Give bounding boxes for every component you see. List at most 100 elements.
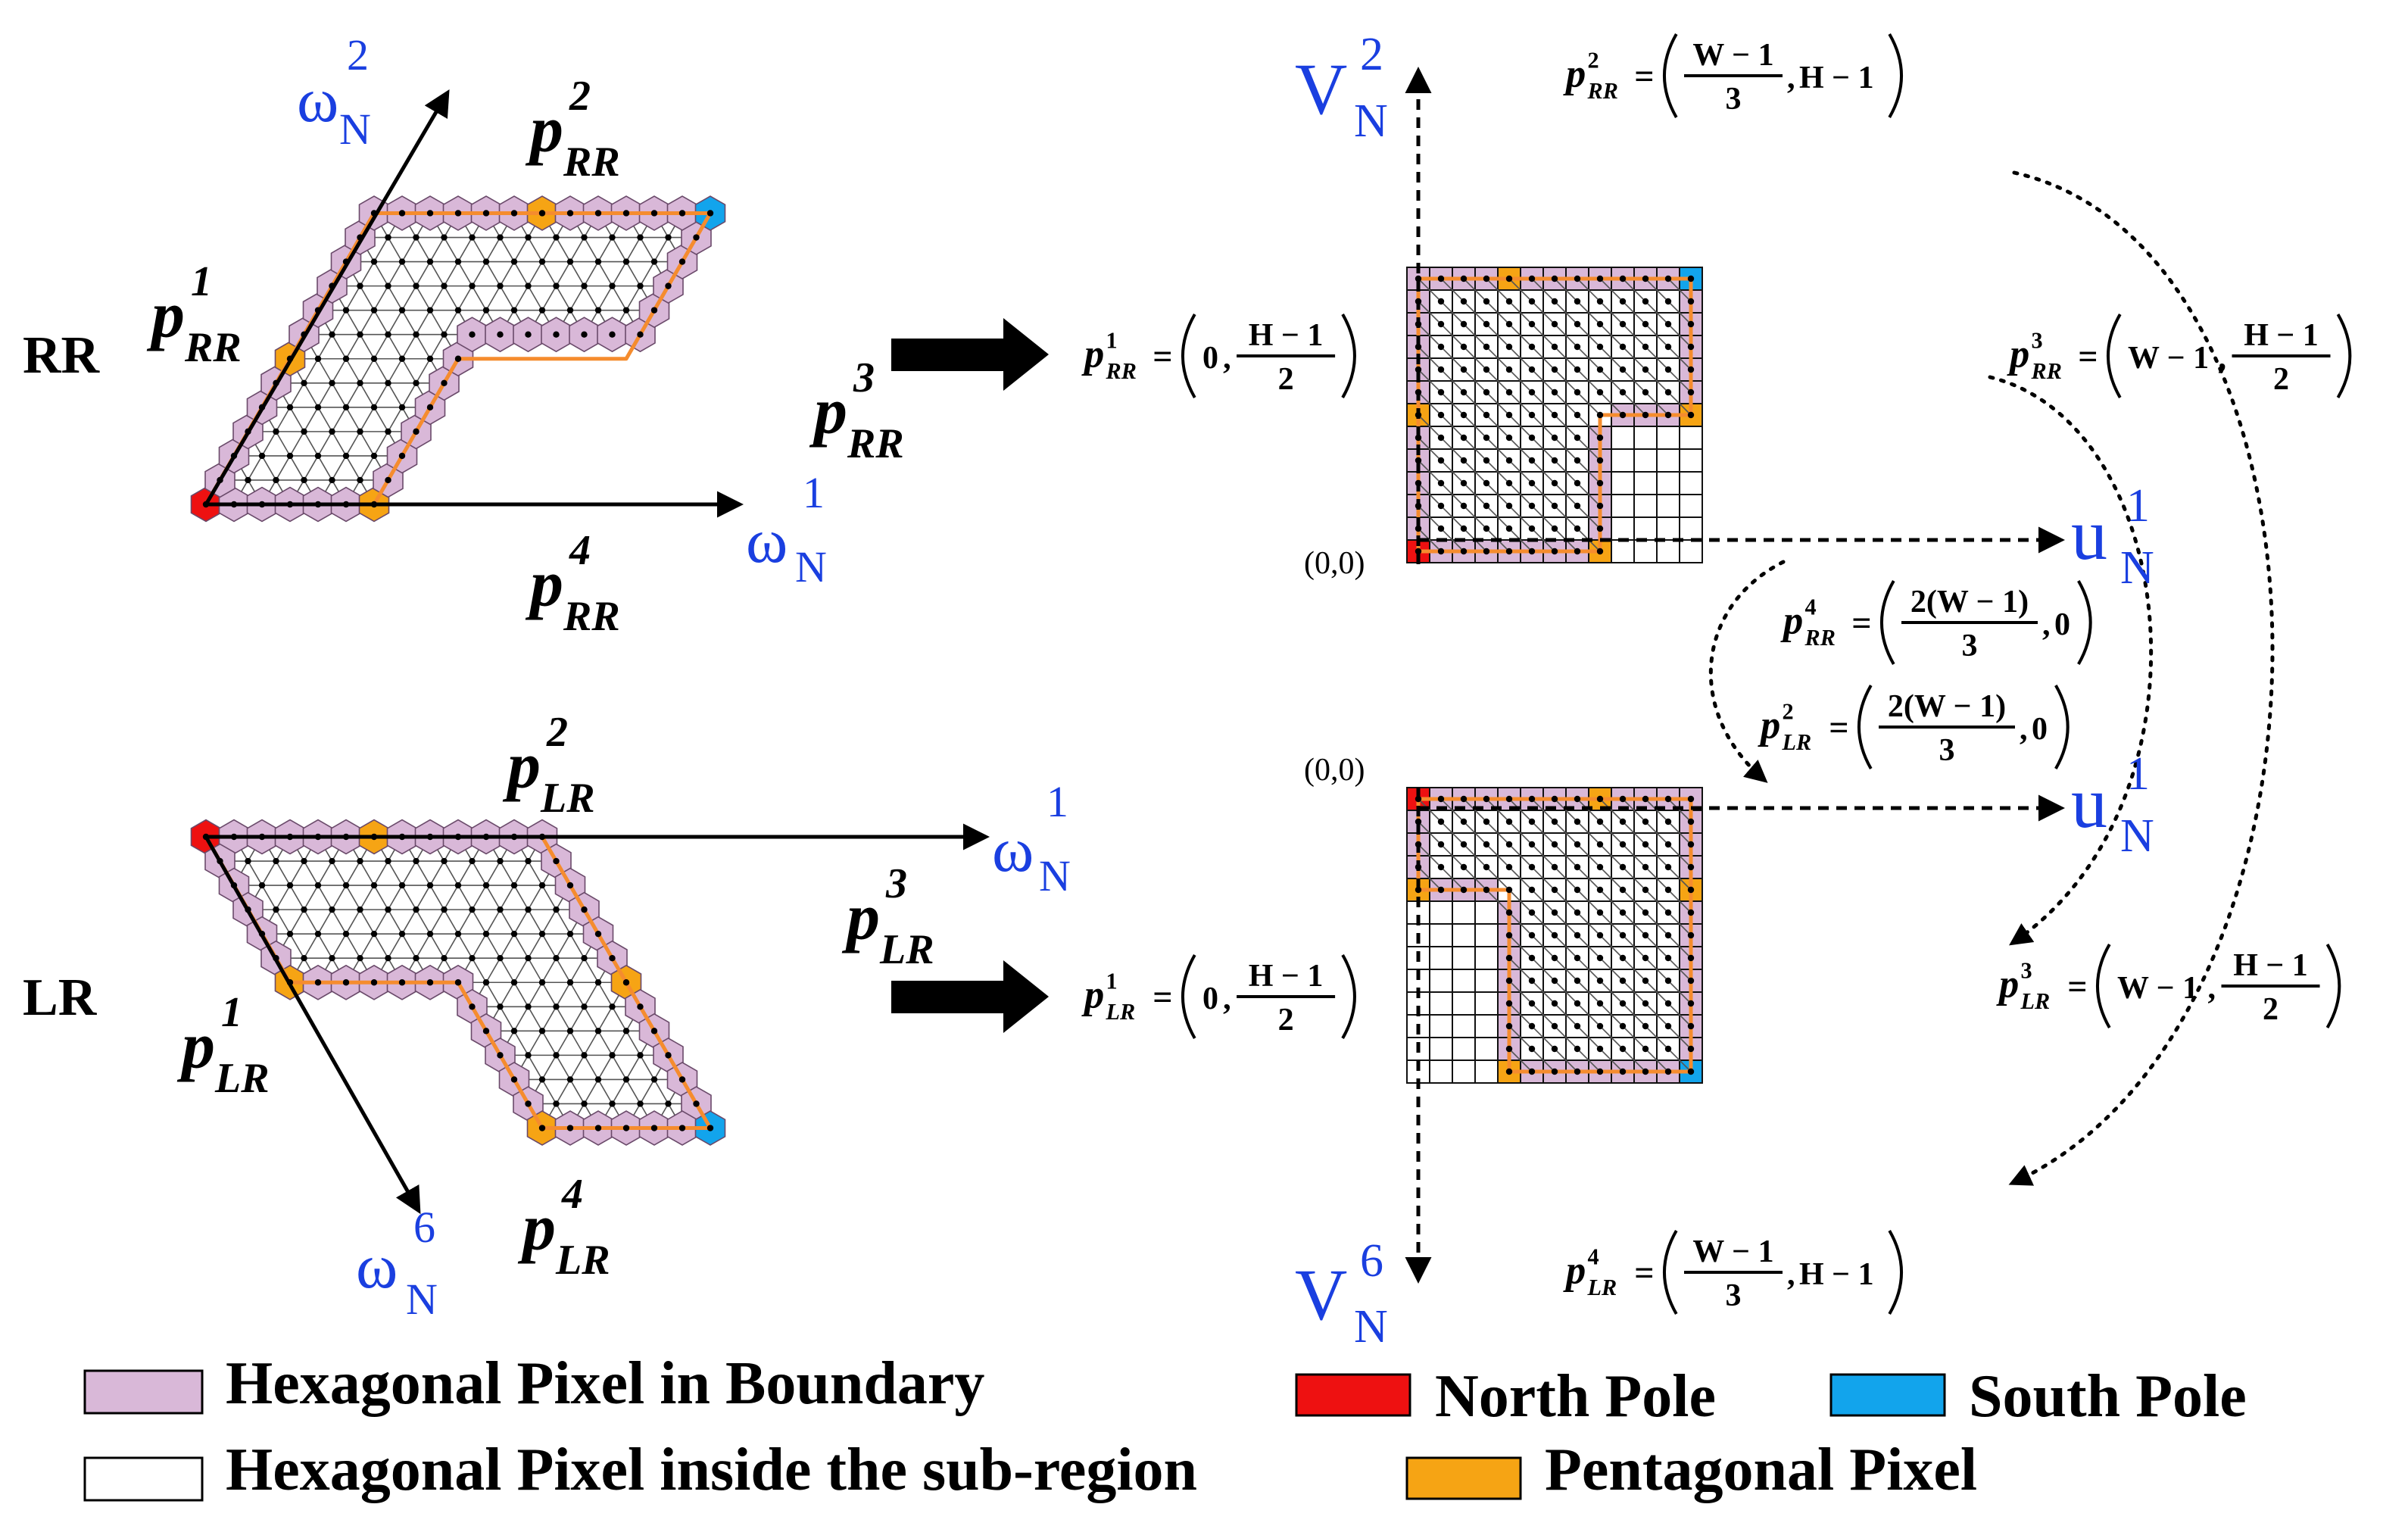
grid-center-dot	[1574, 343, 1581, 351]
grid-diagonal	[1440, 369, 1464, 393]
grid-center-dot	[1415, 275, 1422, 282]
grid-diagonal	[1418, 844, 1442, 868]
grid-diagonal	[1645, 392, 1669, 416]
mesh-edge	[569, 261, 585, 287]
grid-center-dot	[1460, 457, 1468, 464]
formula-p: p	[1081, 332, 1104, 376]
grid-diagonal	[1667, 821, 1692, 845]
grid-diagonal	[1577, 323, 1601, 348]
mesh-edge	[317, 358, 333, 384]
empty-grid-cell	[1656, 448, 1680, 473]
close-paren	[1341, 314, 1356, 398]
formula-sup: 4	[1588, 1244, 1599, 1270]
formula-sub: LR	[1782, 729, 1812, 755]
pixel-center-dot	[329, 428, 335, 435]
grid-diagonal	[1418, 369, 1442, 393]
grid-diagonal	[1508, 414, 1533, 438]
pixel-center-dot	[637, 1100, 644, 1107]
grid-center-dot	[1664, 977, 1672, 985]
mesh-edge	[289, 431, 305, 457]
grid-center-dot	[1687, 954, 1695, 962]
mesh-edge	[373, 261, 389, 287]
empty-grid-cell	[1656, 539, 1680, 563]
grid-diagonal	[1577, 301, 1601, 325]
mesh-edge	[415, 334, 431, 360]
fraction-numerator: W − 1	[1692, 38, 1773, 73]
mesh-edge	[387, 909, 403, 935]
mesh-edge	[373, 431, 389, 457]
formula-value: 0	[2054, 607, 2070, 642]
mesh-edge	[317, 860, 333, 886]
formula-value: 0	[1202, 981, 1218, 1016]
pixel-center-dot	[622, 1028, 630, 1034]
pixel-center-dot	[426, 882, 434, 889]
mesh-edge	[261, 431, 277, 457]
pixel-center-dot	[454, 882, 462, 889]
legend-pentagonal-label: Pentagonal Pixel	[1545, 1437, 1977, 1503]
pixel-center-dot	[301, 476, 307, 484]
pixel-center-dot	[357, 476, 363, 484]
formula-p: p	[1563, 1249, 1586, 1293]
grid-diagonal	[1645, 821, 1669, 845]
grid-center-dot	[1596, 298, 1604, 305]
grid-diagonal	[1508, 798, 1533, 822]
formula-equals: =	[1851, 604, 1871, 642]
fraction-denominator: 2	[1278, 362, 1294, 397]
pixel-center-dot	[286, 452, 294, 460]
mesh-edge	[611, 1030, 627, 1056]
pixel-center-dot	[525, 1003, 532, 1010]
empty-grid-cell	[1474, 923, 1499, 947]
empty-grid-cell	[1679, 426, 1703, 450]
origin-bottom-label: (0,0)	[1304, 753, 1365, 788]
grid-center-dot	[1483, 863, 1490, 871]
grid-center-dot	[1551, 977, 1558, 985]
pixel-center-dot	[566, 210, 574, 217]
pixel-center-dot	[538, 979, 546, 986]
empty-grid-cell	[1633, 494, 1658, 518]
grid-center-dot	[1551, 795, 1558, 803]
grid-diagonal	[1622, 844, 1646, 868]
pixel-center-dot	[706, 210, 714, 217]
grid-diagonal	[1577, 798, 1601, 822]
mesh-edge	[345, 885, 361, 910]
mesh-edge	[345, 310, 361, 335]
grid-center-dot	[1528, 479, 1536, 487]
empty-grid-cell	[1656, 471, 1680, 495]
grid-center-dot	[1642, 909, 1649, 916]
mesh-edge	[597, 981, 613, 1007]
formula-p: p	[1563, 52, 1586, 96]
grid-center-dot	[1505, 275, 1513, 282]
mesh-edge	[457, 237, 473, 262]
pixel-center-dot	[581, 1003, 588, 1010]
pixel-center-dot	[525, 331, 532, 338]
mesh-edge	[443, 286, 459, 311]
grid-diagonal	[1645, 866, 1669, 891]
grid-center-dot	[1574, 548, 1581, 555]
grid-center-dot	[1596, 932, 1604, 939]
grid-diagonal	[1508, 437, 1533, 461]
mesh-edge	[457, 286, 473, 311]
grid-center-dot	[1574, 932, 1581, 939]
grid-diagonal	[1645, 1003, 1669, 1027]
pixel-center-dot	[441, 857, 448, 865]
pixel-center-dot	[581, 282, 588, 289]
pixel-center-dot	[525, 282, 532, 289]
grid-center-dot	[1642, 932, 1649, 939]
grid-diagonal	[1554, 482, 1578, 507]
grid-center-dot	[1528, 502, 1536, 510]
grid-center-dot	[1528, 1022, 1536, 1030]
grid-center-dot	[1551, 1045, 1558, 1053]
grid-diagonal	[1440, 505, 1464, 529]
grid-diagonal	[1645, 1048, 1669, 1072]
mesh-edge	[597, 1030, 613, 1056]
grid-center-dot	[1505, 909, 1513, 916]
formula-comma: ,	[2020, 712, 2028, 747]
grid-center-dot	[1528, 954, 1536, 962]
grid-diagonal	[1645, 844, 1669, 868]
rr-p2-to-lr-p4-arrow	[2008, 170, 2275, 1186]
pixel-center-dot	[609, 1003, 616, 1010]
grid-center-dot	[1596, 841, 1604, 848]
